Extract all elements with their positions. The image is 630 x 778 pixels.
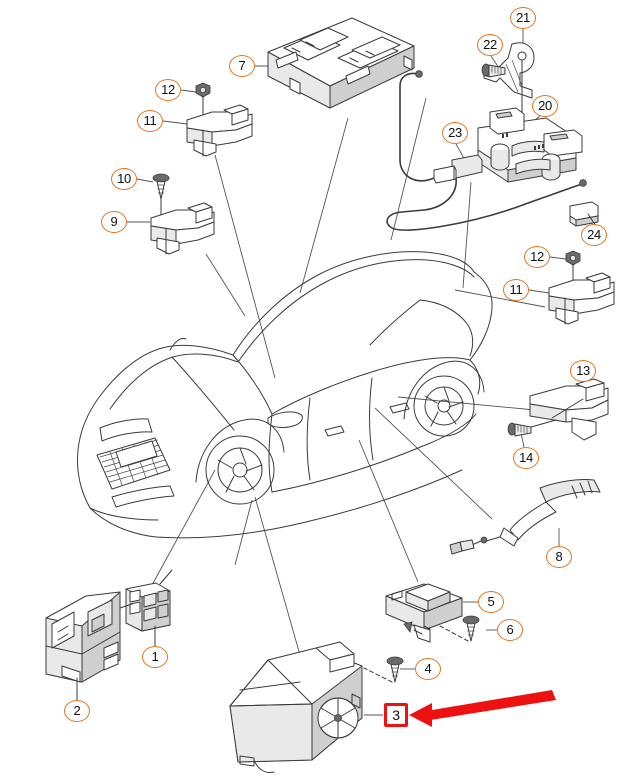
callout-9[interactable]: 9 xyxy=(101,211,127,233)
part-8-door-handle-antenna xyxy=(449,479,601,555)
part-13-antenna-bracket-rear xyxy=(529,378,609,441)
callout-21[interactable]: 21 xyxy=(510,7,536,29)
callout-11[interactable]: 11 xyxy=(137,110,163,132)
callout-14[interactable]: 14 xyxy=(513,447,539,469)
part-22-screw-bracket-arm xyxy=(481,63,506,78)
part-12-hex-nut-right xyxy=(565,250,581,266)
callout-3-highlighted[interactable]: 3 xyxy=(384,703,408,727)
part-9-antenna-bracket-front xyxy=(150,202,215,255)
part-1-connector-housing-small xyxy=(125,569,173,647)
part-20-receiver-module-assembly xyxy=(477,107,583,183)
part-24-cable-end-clip xyxy=(569,201,599,227)
callout-5[interactable]: 5 xyxy=(478,591,504,613)
vehicle-outline xyxy=(77,251,493,539)
part-2-control-unit-housing xyxy=(45,591,133,701)
part-4-screw-module-mount xyxy=(363,656,404,683)
leader-lines xyxy=(76,29,593,716)
highlight-arrow xyxy=(409,690,556,727)
part-11-antenna-bracket-cross xyxy=(186,104,253,157)
callout-12[interactable]: 12 xyxy=(155,79,181,101)
part-23-inline-connector xyxy=(433,154,483,184)
fan-grille xyxy=(317,697,359,739)
part-3-comfort-control-module xyxy=(229,641,363,773)
cable-end-tip-2 xyxy=(579,179,587,187)
cable-end-tip xyxy=(415,70,423,78)
callout-7[interactable]: 7 xyxy=(229,55,255,77)
callout-12-right[interactable]: 12 xyxy=(524,246,550,268)
handle-antenna-lead xyxy=(449,536,488,555)
antenna-cables xyxy=(386,72,583,231)
callout-4[interactable]: 4 xyxy=(415,658,441,680)
callout-23[interactable]: 23 xyxy=(442,122,468,144)
callout-20[interactable]: 20 xyxy=(532,95,558,117)
callout-1[interactable]: 1 xyxy=(142,646,168,668)
part-12-hex-nut xyxy=(195,82,211,98)
part-6-screw-sensor-mount xyxy=(439,615,480,642)
callout-13[interactable]: 13 xyxy=(570,360,596,382)
callout-11-right[interactable]: 11 xyxy=(503,279,529,301)
callout-24[interactable]: 24 xyxy=(581,224,607,246)
part-5-sensor-module-block xyxy=(385,583,463,643)
callout-8[interactable]: 8 xyxy=(546,546,572,568)
part-7-main-control-unit xyxy=(267,17,415,109)
callout-2[interactable]: 2 xyxy=(64,700,90,722)
part-11-antenna-bracket-cross-right xyxy=(548,272,615,325)
callout-22[interactable]: 22 xyxy=(477,34,503,56)
part-14-screw-bracket-rear xyxy=(507,419,557,437)
assembly-pointer-lines xyxy=(145,97,546,656)
callout-10[interactable]: 10 xyxy=(111,168,137,190)
callout-6[interactable]: 6 xyxy=(497,619,523,641)
